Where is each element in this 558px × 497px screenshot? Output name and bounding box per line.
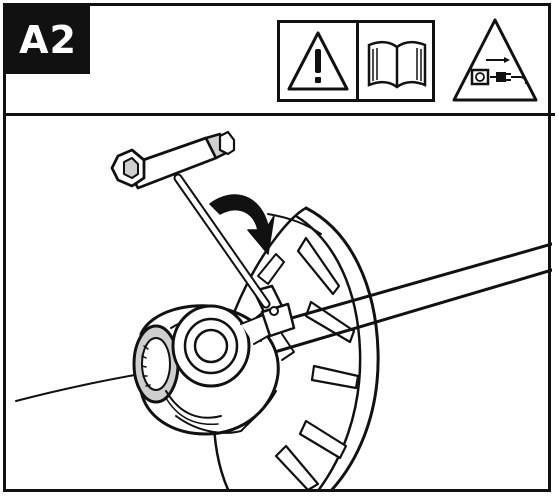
step-badge: A2 [6,6,90,74]
trimmer-illustration [15,130,552,490]
rotation-arrow [209,194,275,255]
motor-head [132,304,283,436]
safety-guard [212,206,380,490]
header-divider [3,113,555,116]
trimmer-shaft [244,242,552,356]
step-label: A2 [19,18,77,62]
safety-icon-divider [356,23,359,99]
shaft-clamp [252,284,296,361]
trimmer-line [15,373,142,402]
outer-frame [3,3,551,492]
t-wrench-tool [110,130,271,309]
read-manual-book-icon [367,41,427,89]
disconnect-power-icon [452,18,538,102]
warning-triangle-icon [287,31,349,91]
safety-icon-group [277,20,435,102]
